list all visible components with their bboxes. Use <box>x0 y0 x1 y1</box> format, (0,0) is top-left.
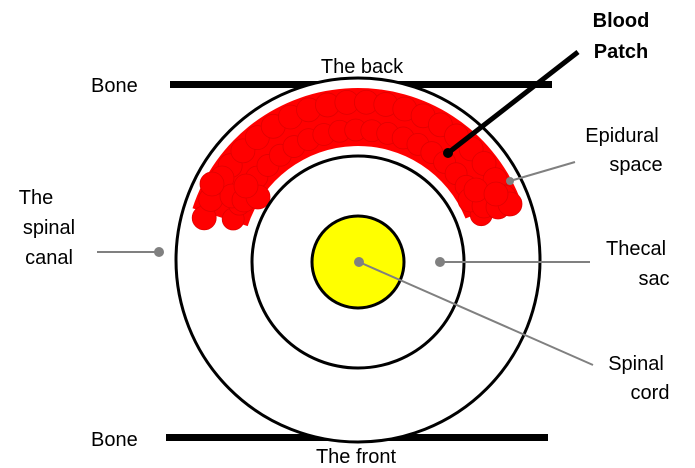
thecal-sac-pointer-dot <box>435 257 445 267</box>
spinal-canal-label-line3: canal <box>25 247 73 269</box>
epidural-pointer-line <box>510 162 575 181</box>
spinal-canal-label-line1: The <box>19 187 53 209</box>
front-label: The front <box>316 446 396 468</box>
blood-patch-blob <box>200 172 224 196</box>
thecal-sac-label-line1: Thecal <box>606 238 666 260</box>
spinal-canal-pointer-dot <box>154 247 164 257</box>
back-label: The back <box>321 56 404 78</box>
blood-patch-blob <box>234 174 258 198</box>
spinal-canal-label-line2: spinal <box>23 217 75 239</box>
thecal-sac-label-line2: sac <box>638 268 669 290</box>
bone-top-label: Bone <box>91 75 138 97</box>
spinal-cord-label-line1: Spinal <box>608 353 664 375</box>
blood-patch-label-line2: Patch <box>594 41 648 63</box>
blood-patch-pointer-line <box>448 52 578 153</box>
epidural-pointer-dot <box>506 177 514 185</box>
spinal-cord-pointer-dot <box>354 257 364 267</box>
epidural-space-label-line2: space <box>609 154 662 176</box>
blood-patch-pointer-dot <box>443 148 453 158</box>
spinal-cord-label-line2: cord <box>631 382 670 404</box>
blood-patch-label-line1: Blood <box>593 10 650 32</box>
epidural-space-label-line1: Epidural <box>585 125 658 147</box>
blood-patch-blob <box>484 182 508 206</box>
bone-bottom-label: Bone <box>91 429 138 451</box>
